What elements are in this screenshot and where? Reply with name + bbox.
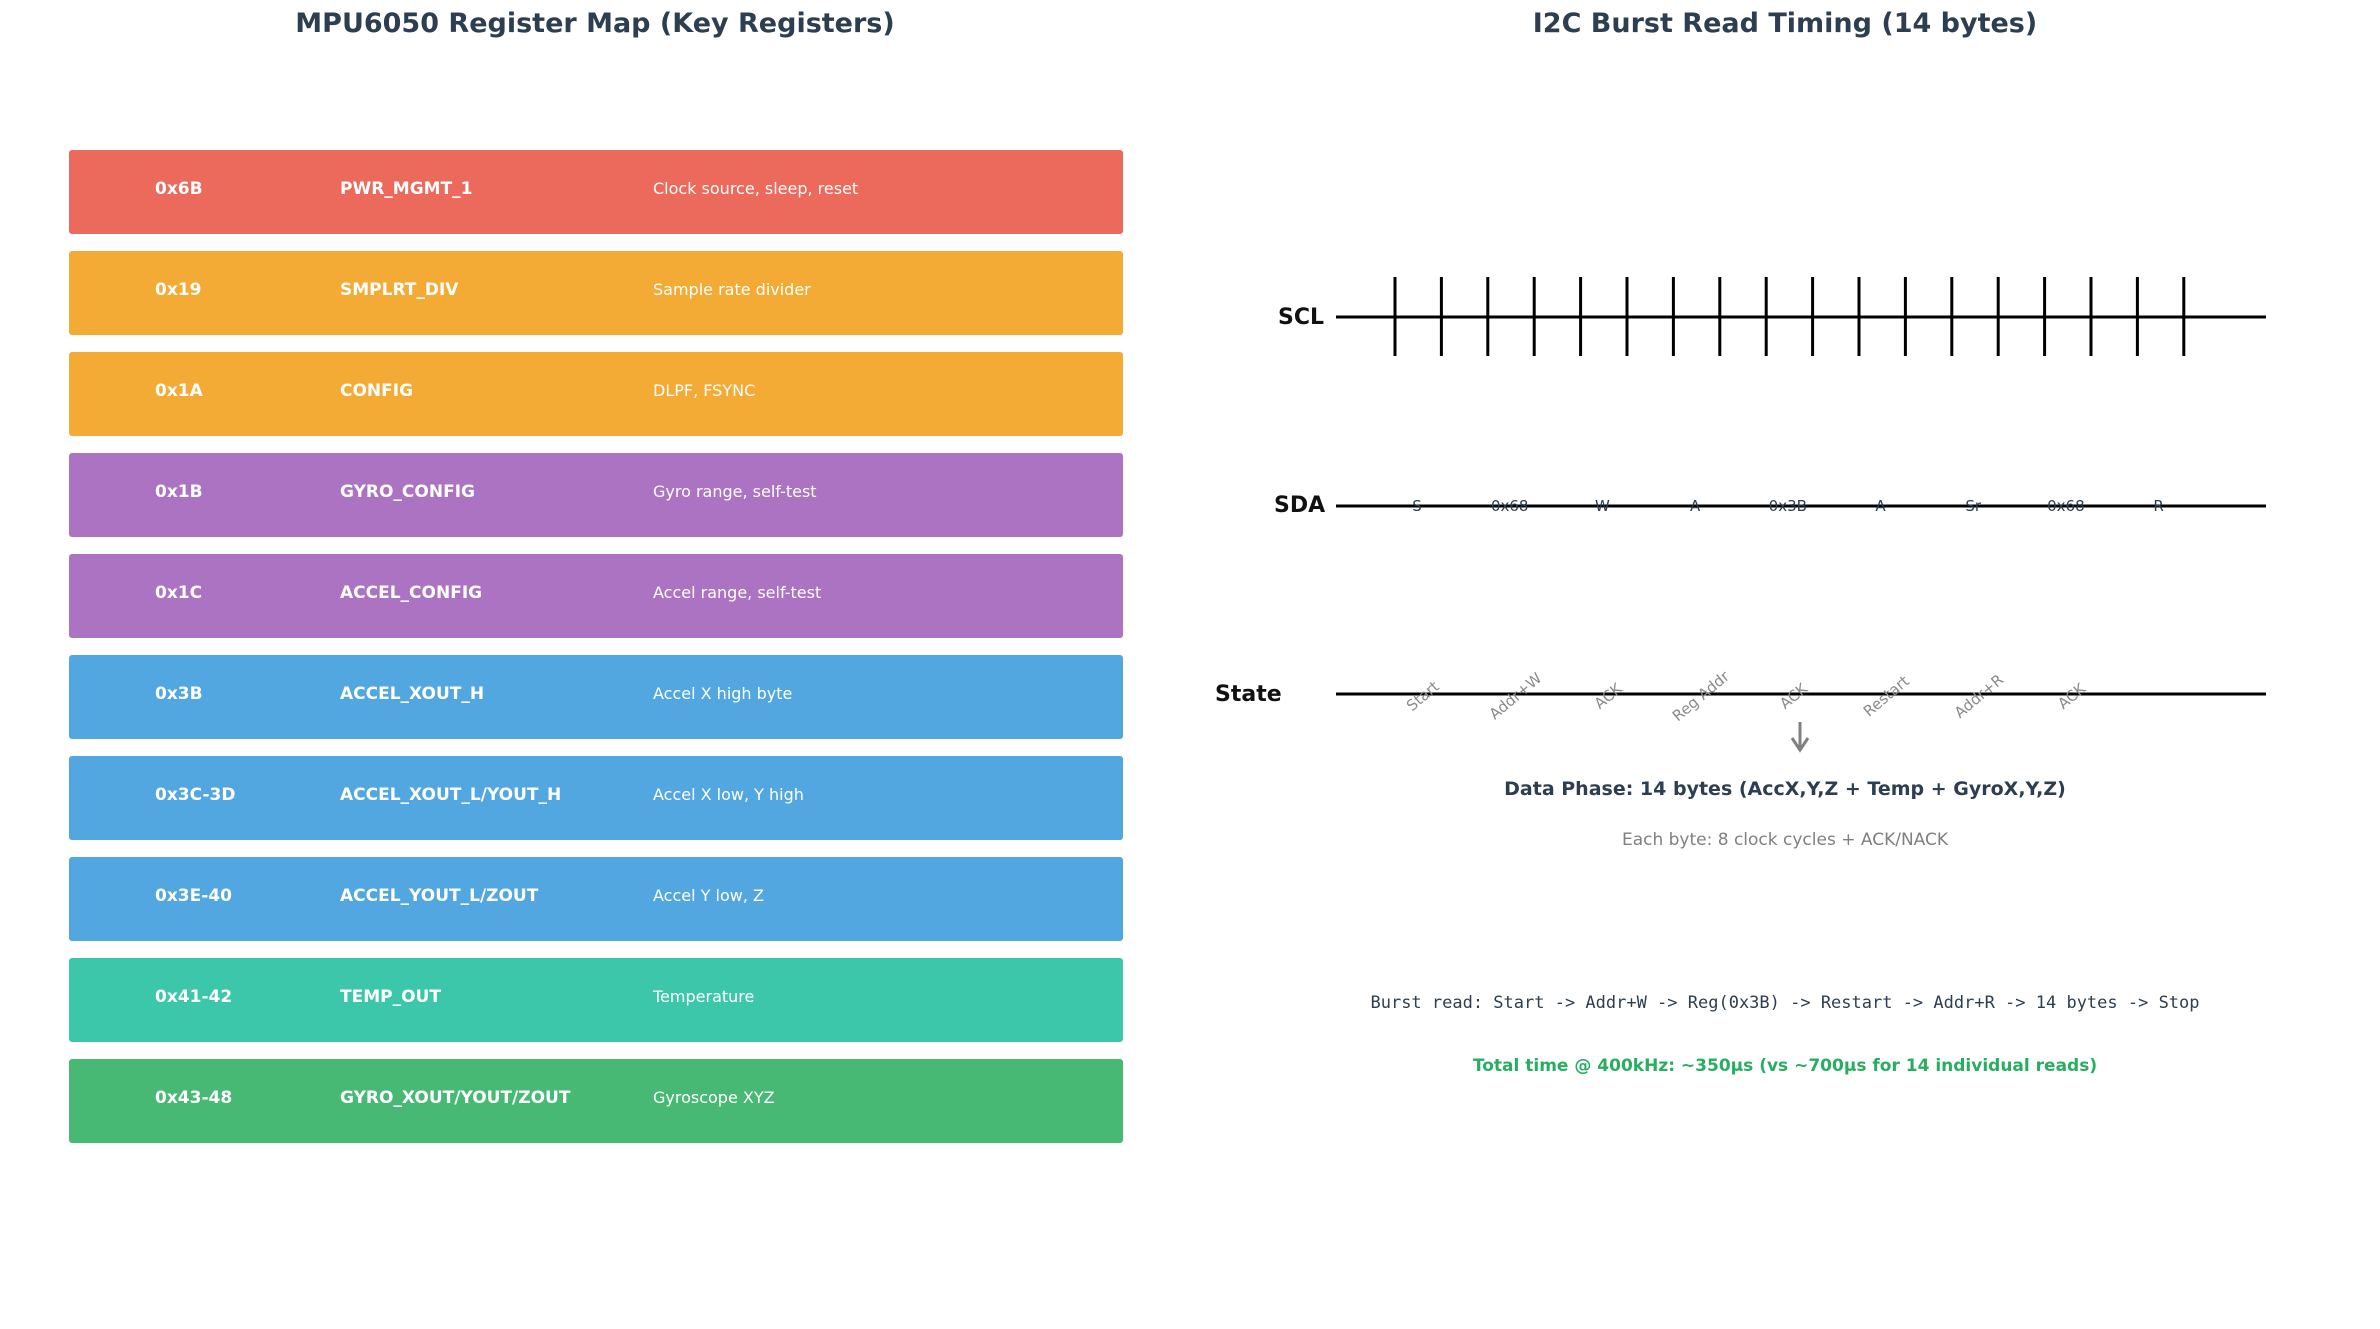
register-name: ACCEL_XOUT_L/YOUT_H bbox=[340, 785, 562, 805]
sda-segment: 0x68 bbox=[1491, 497, 1529, 515]
scl-label: SCL bbox=[1278, 305, 1324, 330]
state-label-item: Start bbox=[1403, 677, 1443, 714]
sda-segments: S 0x68 W A 0x3B A Sr 0x68 R bbox=[1412, 497, 2164, 515]
state-label-item: Reg Addr bbox=[1669, 667, 1734, 725]
sda-segment: S bbox=[1412, 497, 1422, 515]
register-description: Accel X high byte bbox=[653, 684, 793, 703]
register-address: 0x3B bbox=[155, 684, 203, 704]
down-arrow-icon bbox=[1790, 722, 1810, 753]
state-label-item: ACK bbox=[1591, 679, 1627, 713]
register-name: ACCEL_XOUT_H bbox=[340, 684, 485, 704]
register-address: 0x3E-40 bbox=[155, 886, 232, 906]
register-description: Sample rate divider bbox=[653, 280, 811, 299]
register-row: 0x19 SMPLRT_DIV Sample rate divider bbox=[69, 251, 1123, 335]
register-row: 0x1A CONFIG DLPF, FSYNC bbox=[69, 352, 1123, 436]
register-address: 0x19 bbox=[155, 280, 202, 300]
register-address: 0x43-48 bbox=[155, 1088, 233, 1108]
sda-segment: R bbox=[2153, 497, 2163, 515]
register-address: 0x1C bbox=[155, 583, 203, 603]
state-label-item: Addr+R bbox=[1951, 671, 2007, 722]
register-list: 0x6B PWR_MGMT_1 Clock source, sleep, res… bbox=[69, 150, 1123, 1160]
sda-segment: W bbox=[1595, 497, 1610, 515]
register-name: GYRO_CONFIG bbox=[340, 482, 475, 502]
register-name: SMPLRT_DIV bbox=[340, 280, 459, 300]
register-row: 0x1B GYRO_CONFIG Gyro range, self-test bbox=[69, 453, 1123, 537]
register-name: ACCEL_CONFIG bbox=[340, 583, 483, 603]
register-address: 0x3C-3D bbox=[155, 785, 236, 805]
sda-segment: 0x68 bbox=[2047, 497, 2085, 515]
byte-note-text: Each byte: 8 clock cycles + ACK/NACK bbox=[1621, 830, 1949, 850]
sda-segment: Sr bbox=[1965, 497, 1982, 515]
register-name: GYRO_XOUT/YOUT/ZOUT bbox=[340, 1088, 571, 1108]
register-description: Accel X low, Y high bbox=[653, 785, 804, 804]
register-name: ACCEL_YOUT_L/ZOUT bbox=[340, 886, 539, 906]
sda-label: SDA bbox=[1274, 493, 1325, 518]
register-address: 0x1B bbox=[155, 482, 203, 502]
state-label-item: Addr+W bbox=[1486, 669, 1546, 723]
state-labels: Start Addr+W ACK Reg Addr ACK Restart Addr+R AC… bbox=[1403, 667, 2090, 725]
register-name: PWR_MGMT_1 bbox=[340, 179, 473, 199]
i2c-timing-diagram: SCL SDA State S 0x68 W A 0x3B A Sr 0x68 R Start A… bbox=[1215, 277, 2266, 753]
register-description: Accel range, self-test bbox=[653, 583, 822, 602]
total-time-text: Total time @ 400kHz: ~350μs (vs ~700μs f… bbox=[1472, 1056, 2098, 1076]
register-row: 0x1C ACCEL_CONFIG Accel range, self-test bbox=[69, 554, 1123, 638]
data-phase-text: Data Phase: 14 bytes (AccX,Y,Z + Temp + … bbox=[1504, 778, 2066, 800]
register-address: 0x41-42 bbox=[155, 987, 233, 1007]
sda-segment: A bbox=[1875, 497, 1886, 515]
state-label-item: ACK bbox=[2054, 679, 2090, 713]
register-row: 0x3B ACCEL_XOUT_H Accel X high byte bbox=[69, 655, 1123, 739]
register-description: Gyroscope XYZ bbox=[653, 1088, 775, 1107]
sda-segment: A bbox=[1690, 497, 1701, 515]
register-row: 0x43-48 GYRO_XOUT/YOUT/ZOUT Gyroscope XY… bbox=[69, 1059, 1123, 1143]
register-name: TEMP_OUT bbox=[340, 987, 441, 1007]
timing-title: I2C Burst Read Timing (14 bytes) bbox=[1532, 8, 2038, 39]
sda-segment: 0x3B bbox=[1769, 497, 1807, 515]
state-label-item: ACK bbox=[1776, 679, 1812, 713]
register-description: Clock source, sleep, reset bbox=[653, 179, 859, 198]
burst-sequence-text: Burst read: Start -> Addr+W -> Reg(0x3B)… bbox=[1370, 993, 2200, 1013]
register-description: Accel Y low, Z bbox=[653, 886, 764, 905]
scl-clock-pulses bbox=[1393, 277, 2186, 356]
register-row: 0x41-42 TEMP_OUT Temperature bbox=[69, 958, 1123, 1042]
register-description: DLPF, FSYNC bbox=[653, 381, 756, 400]
state-label: State bbox=[1215, 682, 1282, 707]
state-label-item: Restart bbox=[1860, 672, 1913, 721]
register-map-title: MPU6050 Register Map (Key Registers) bbox=[295, 8, 895, 39]
register-name: CONFIG bbox=[340, 381, 414, 401]
register-description: Temperature bbox=[653, 987, 755, 1006]
register-row: 0x6B PWR_MGMT_1 Clock source, sleep, res… bbox=[69, 150, 1123, 234]
register-row: 0x3C-3D ACCEL_XOUT_L/YOUT_H Accel X low,… bbox=[69, 756, 1123, 840]
register-address: 0x6B bbox=[155, 179, 203, 199]
register-description: Gyro range, self-test bbox=[653, 482, 817, 501]
register-row: 0x3E-40 ACCEL_YOUT_L/ZOUT Accel Y low, Z bbox=[69, 857, 1123, 941]
register-address: 0x1A bbox=[155, 381, 203, 401]
